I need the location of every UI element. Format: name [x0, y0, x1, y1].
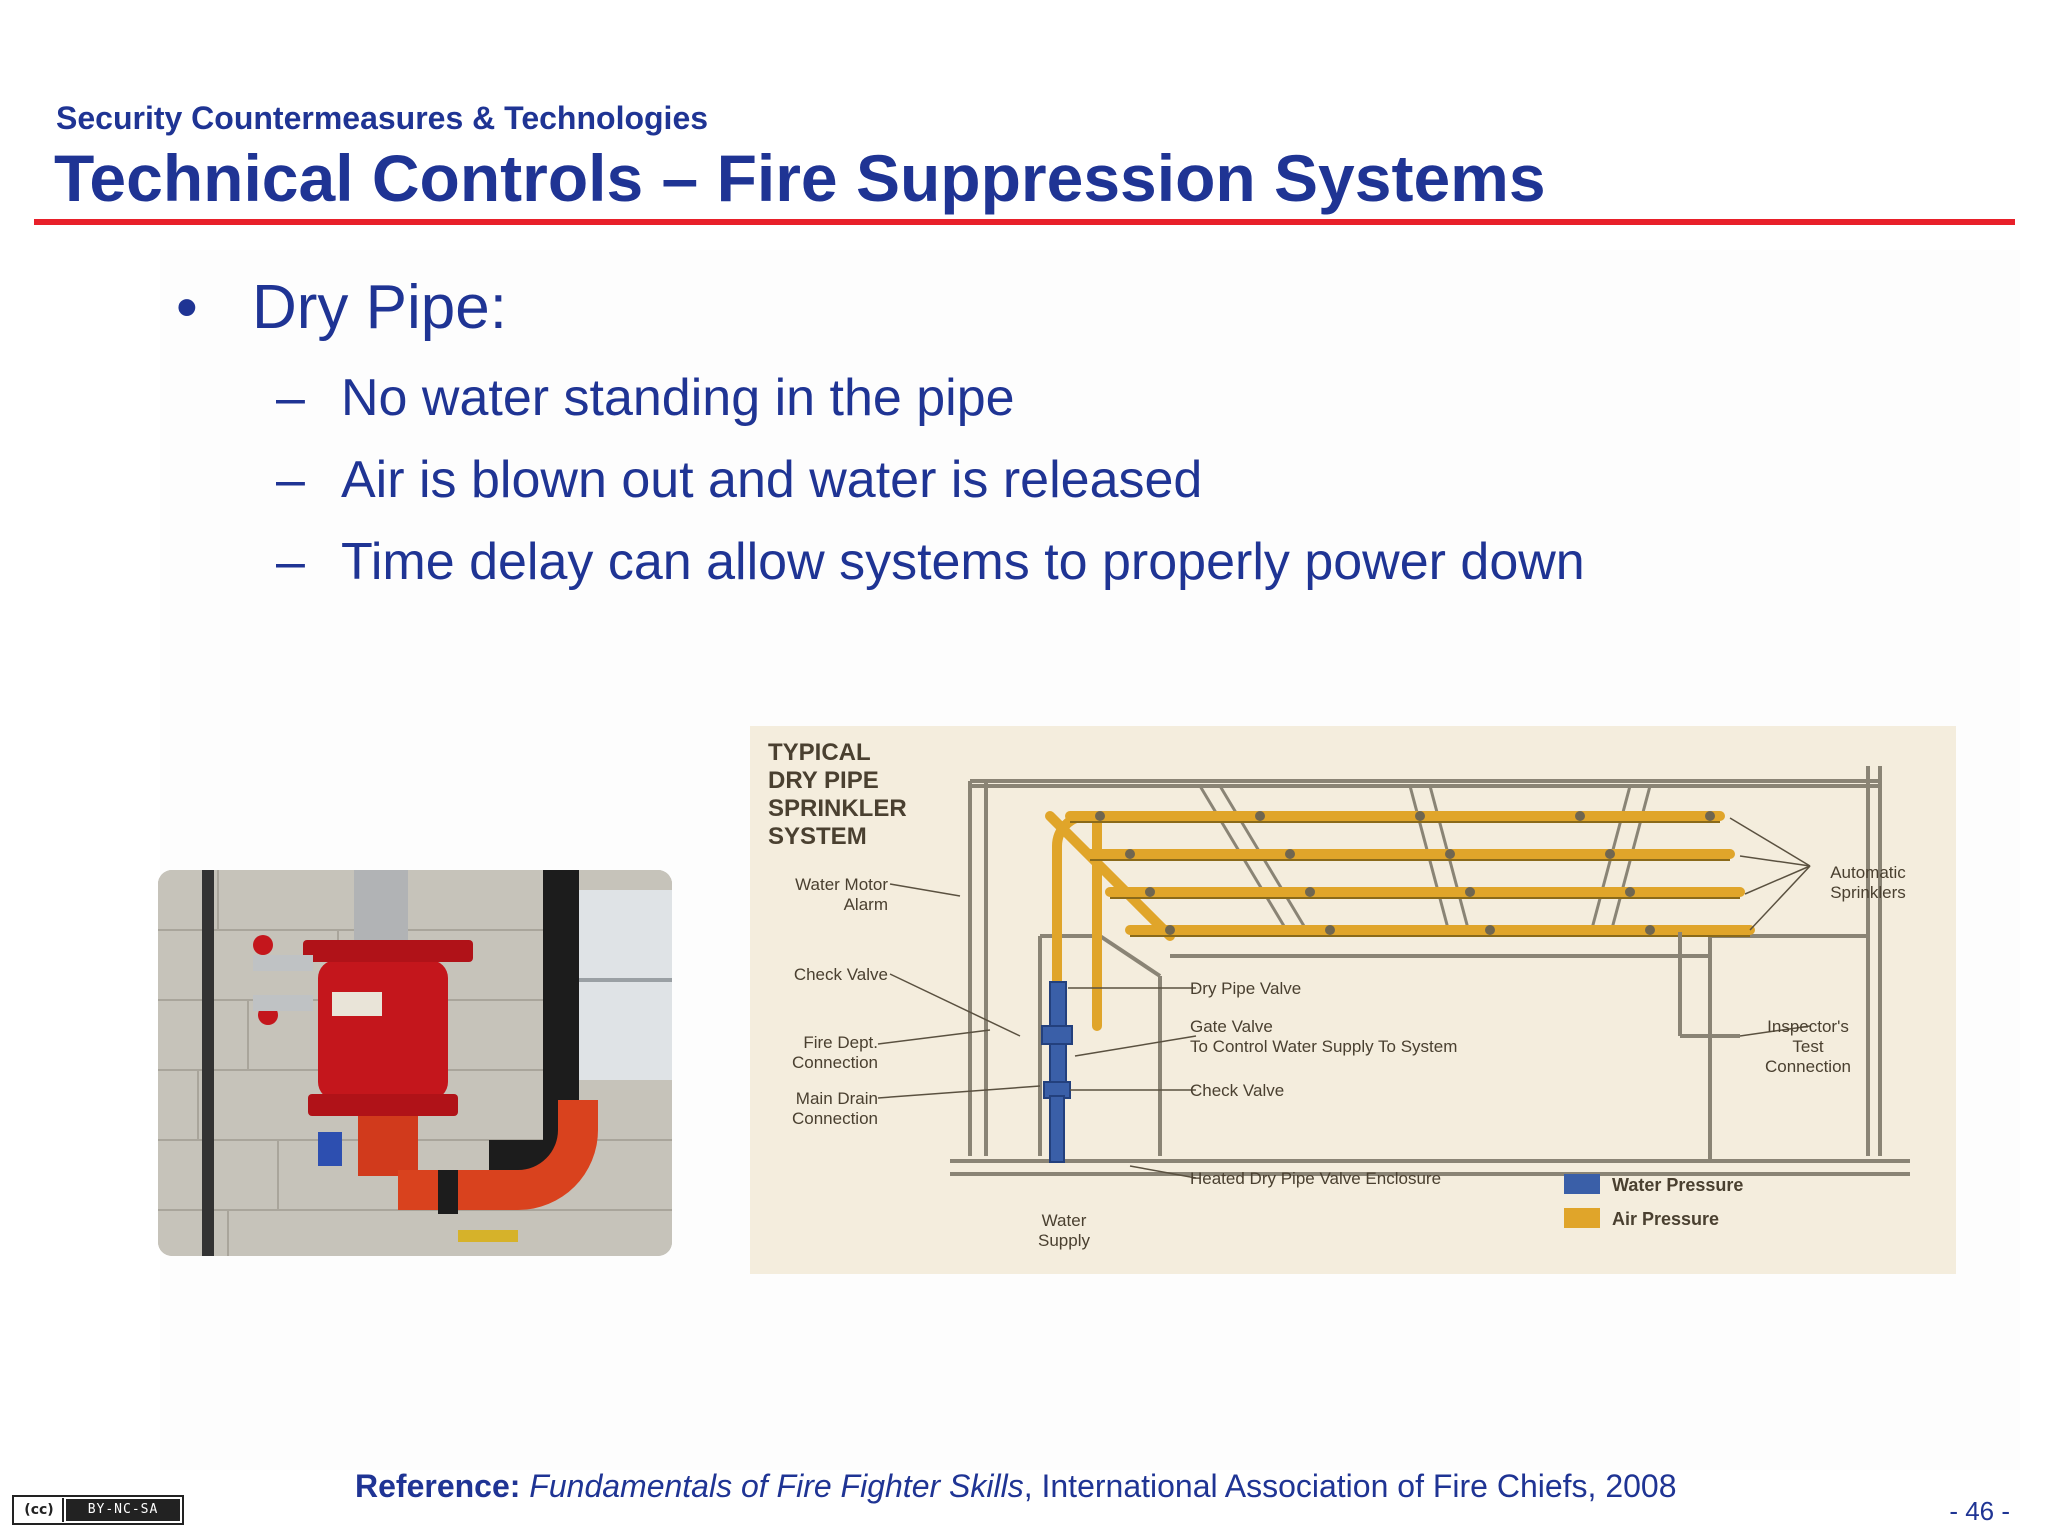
- sub-bullet-text: Time delay can allow systems to properly…: [341, 533, 1585, 591]
- legend-swatch-water: [1564, 1174, 1600, 1194]
- reference-citation: Reference: Fundamentals of Fire Fighter …: [355, 1468, 1677, 1505]
- label-gate-valve: Gate Valve: [1190, 1017, 1273, 1036]
- cc-license-badge: (cc) BY-NC-SA: [12, 1495, 184, 1525]
- bullet-mark: •: [176, 273, 198, 342]
- label-inspectors-test: Inspector's: [1767, 1017, 1849, 1036]
- label-automatic-sprinklers: Sprinklers: [1830, 883, 1906, 902]
- reference-book-title: Fundamentals of Fire Fighter Skills: [529, 1468, 1024, 1504]
- diagram-legend: Water Pressure Air Pressure: [1564, 1174, 1743, 1229]
- dry-pipe-valve-photo: [158, 870, 672, 1256]
- slide-title: Technical Controls – Fire Suppression Sy…: [54, 141, 1546, 215]
- label-gate-valve: To Control Water Supply To System: [1190, 1037, 1457, 1056]
- section-subtitle: Security Countermeasures & Technologies: [56, 100, 709, 136]
- cc-icon: (cc): [16, 1498, 64, 1522]
- label-inspectors-test: Connection: [1765, 1057, 1851, 1076]
- title-divider: [34, 219, 2015, 225]
- label-heated-enclosure: Heated Dry Pipe Valve Enclosure: [1190, 1169, 1441, 1188]
- cc-license-text: BY-NC-SA: [66, 1499, 180, 1521]
- dash-mark: –: [276, 369, 305, 427]
- dash-mark: –: [276, 533, 305, 591]
- label-main-drain-connection: Main Drain: [796, 1089, 878, 1108]
- diagram-title-line: TYPICAL: [768, 739, 871, 766]
- legend-label-water: Water Pressure: [1612, 1175, 1743, 1195]
- label-check-valve-left: Check Valve: [794, 965, 888, 984]
- diagram-title-line: DRY PIPE: [768, 767, 879, 794]
- label-check-valve-right: Check Valve: [1190, 1081, 1284, 1100]
- sub-bullet-text: No water standing in the pipe: [341, 369, 1015, 427]
- page-number: - 46 -: [1949, 1496, 2010, 1526]
- label-dry-pipe-valve: Dry Pipe Valve: [1190, 979, 1301, 998]
- label-water-motor-alarm: Water Motor: [795, 875, 888, 894]
- label-water-supply: Supply: [1038, 1231, 1090, 1250]
- reference-details: , International Association of Fire Chie…: [1023, 1468, 1677, 1504]
- label-fire-dept-connection: Fire Dept.: [803, 1033, 878, 1052]
- sub-bullet-text: Air is blown out and water is released: [341, 451, 1203, 509]
- dash-mark: –: [276, 451, 305, 509]
- legend-swatch-air: [1564, 1208, 1600, 1228]
- dry-pipe-sprinkler-diagram: TYPICAL DRY PIPE SPRINKLER SYSTEM Water …: [750, 726, 1956, 1274]
- label-automatic-sprinklers: Automatic: [1830, 863, 1906, 882]
- legend-label-air: Air Pressure: [1612, 1209, 1719, 1229]
- valve-photo-illustration: [158, 870, 672, 1256]
- label-water-motor-alarm: Alarm: [844, 895, 888, 914]
- diagram-title-line: SPRINKLER: [768, 795, 907, 822]
- label-water-supply: Water: [1042, 1211, 1087, 1230]
- label-inspectors-test: Test: [1792, 1037, 1823, 1056]
- diagram-title-line: SYSTEM: [768, 823, 867, 850]
- label-main-drain-connection: Connection: [792, 1109, 878, 1128]
- bullet-text: Dry Pipe:: [252, 273, 507, 342]
- sprinkler-diagram-drawing: TYPICAL DRY PIPE SPRINKLER SYSTEM Water …: [768, 739, 1910, 1250]
- label-fire-dept-connection: Connection: [792, 1053, 878, 1072]
- reference-label: Reference:: [355, 1468, 521, 1504]
